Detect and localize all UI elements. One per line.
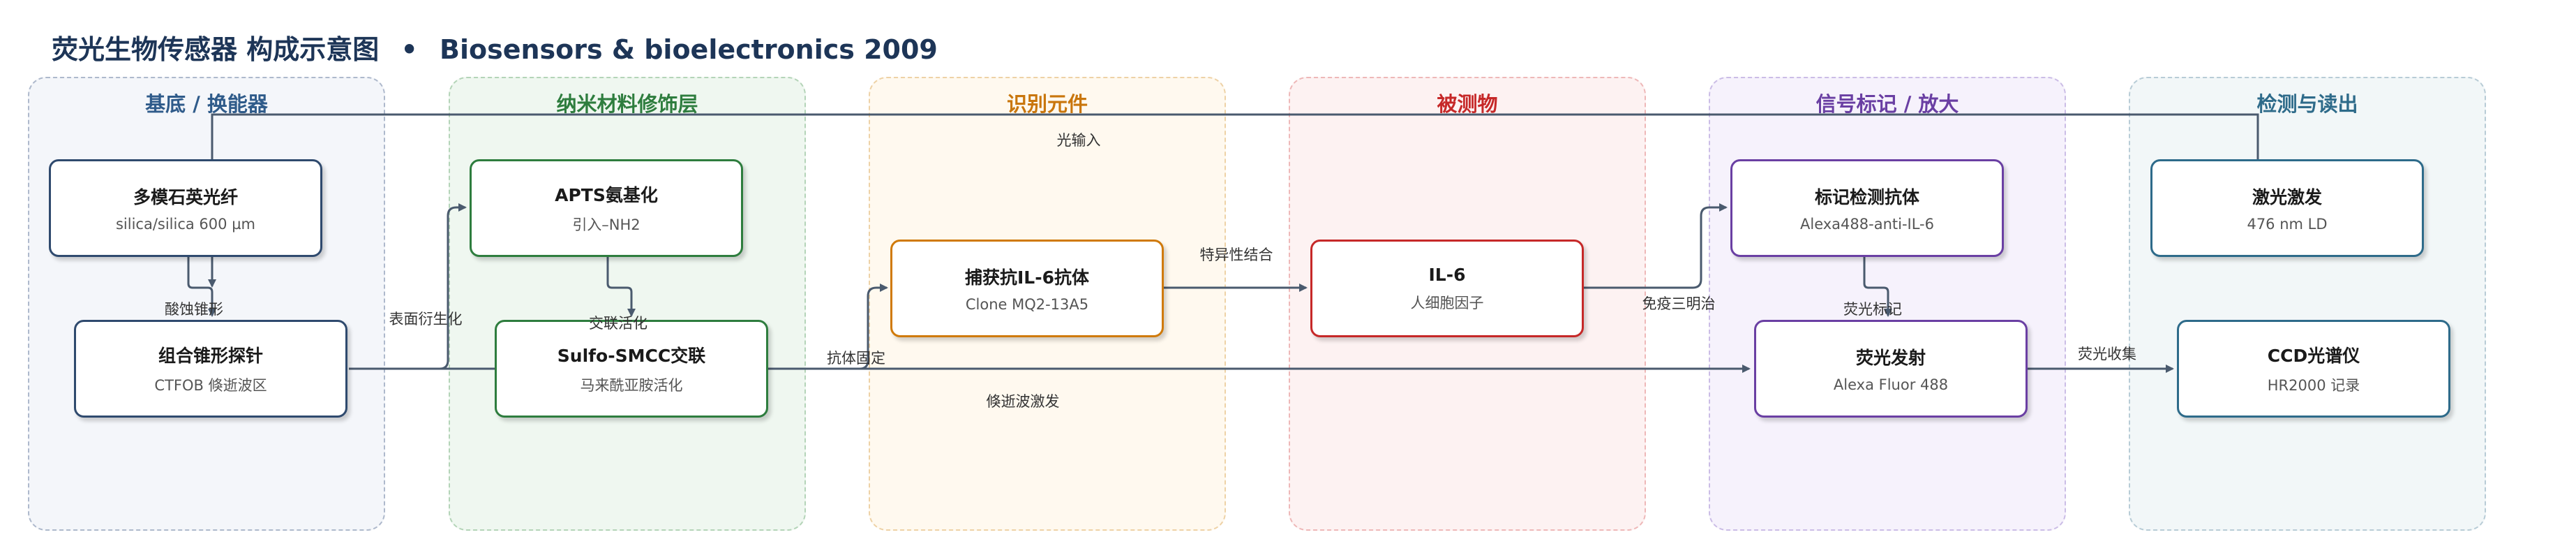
lane-signal <box>1709 77 2066 531</box>
edge-label-sandwich: 免疫三明治 <box>1642 295 1716 312</box>
lane-substrate <box>28 77 385 531</box>
lane-title-readout: 检测与读出 <box>2256 92 2358 116</box>
title-en: Biosensors & bioelectronics 2009 <box>440 34 938 65</box>
edge-label-evanescent: 倏逝波激发 <box>986 393 1060 410</box>
node-ccd-title: CCD光谱仪 <box>2267 346 2360 366</box>
node-capture-antibody[interactable]: 捕获抗IL-6抗体 Clone MQ2-13A5 <box>890 240 1164 337</box>
node-il6[interactable]: IL-6 人细胞因子 <box>1310 240 1584 337</box>
edge-label-fluor-label: 荧光标记 <box>1843 301 1902 318</box>
node-detection-antibody[interactable]: 标记检测抗体 Alexa488-anti-IL-6 <box>1730 159 2004 257</box>
node-detection-antibody-sub: Alexa488-anti-IL-6 <box>1800 216 1934 233</box>
lane-title-analyte: 被测物 <box>1437 92 1498 116</box>
node-probe[interactable]: 组合锥形探针 CTFOB 倏逝波区 <box>74 320 347 418</box>
lane-title-nano-coating: 纳米材料修饰层 <box>556 92 698 116</box>
edge-label-ab-immob: 抗体固定 <box>827 350 885 367</box>
lane-title-signal: 信号标记 / 放大 <box>1815 92 1959 116</box>
node-detection-antibody-title: 标记检测抗体 <box>1814 187 1919 207</box>
title-cn: 荧光生物传感器 构成示意图 <box>52 34 380 65</box>
edge-label-light-input: 光输入 <box>1056 132 1101 149</box>
lane-title-substrate: 基底 / 换能器 <box>145 92 268 116</box>
node-laser-sub: 476 nm LD <box>2247 216 2328 233</box>
node-apts[interactable]: APTS氨基化 引入–NH2 <box>470 159 743 257</box>
node-smcc-title: Sulfo-SMCC交联 <box>557 346 706 366</box>
lane-nano-coating <box>449 77 806 531</box>
node-fluorescence[interactable]: 荧光发射 Alexa Fluor 488 <box>1754 320 2028 418</box>
edge-surface-deriv <box>349 203 467 370</box>
node-ccd-sub: HR2000 记录 <box>2267 377 2360 394</box>
edge-sandwich <box>1582 203 1728 289</box>
node-il6-sub: 人细胞因子 <box>1410 294 1484 311</box>
node-fiber-sub: silica/silica 600 µm <box>115 216 256 233</box>
node-capture-antibody-sub: Clone MQ2-13A5 <box>965 296 1089 313</box>
title-separator: • <box>400 34 418 65</box>
node-fluorescence-sub: Alexa Fluor 488 <box>1833 376 1949 393</box>
edge-crosslink <box>606 257 636 317</box>
node-apts-sub: 引入–NH2 <box>572 216 641 233</box>
edge-label-surface-deriv: 表面衍生化 <box>389 311 463 328</box>
node-fluorescence-title: 荧光发射 <box>1855 348 1926 368</box>
edge-fluor-label <box>1863 257 1892 317</box>
node-ccd[interactable]: CCD光谱仪 HR2000 记录 <box>2177 320 2450 418</box>
lane-readout <box>2129 77 2486 531</box>
edge-label-etch: 酸蚀锥形 <box>165 301 223 318</box>
node-smcc[interactable]: Sulfo-SMCC交联 马来酰亚胺活化 <box>495 320 768 418</box>
node-capture-antibody-title: 捕获抗IL-6抗体 <box>964 267 1089 288</box>
node-laser[interactable]: 激光激发 476 nm LD <box>2150 159 2424 257</box>
node-probe-sub: CTFOB 倏逝波区 <box>154 377 267 394</box>
node-il6-title: IL-6 <box>1428 264 1466 285</box>
lane-title-recognition: 识别元件 <box>1006 92 1088 116</box>
page-title: 荧光生物传感器 构成示意图 • Biosensors & bioelectron… <box>52 28 938 66</box>
node-laser-title: 激光激发 <box>2252 187 2322 207</box>
node-smcc-sub: 马来酰亚胺活化 <box>580 377 683 394</box>
node-fiber[interactable]: 多模石英光纤 silica/silica 600 µm <box>49 159 322 257</box>
edge-label-specific-bind: 特异性结合 <box>1199 247 1273 263</box>
edge-label-crosslink: 交联活化 <box>589 315 647 332</box>
node-fiber-title: 多模石英光纤 <box>133 187 238 207</box>
node-probe-title: 组合锥形探针 <box>158 346 263 366</box>
node-apts-title: APTS氨基化 <box>555 185 658 205</box>
edge-label-fluor-collect: 荧光收集 <box>2078 346 2136 362</box>
edge-etch <box>187 257 216 317</box>
